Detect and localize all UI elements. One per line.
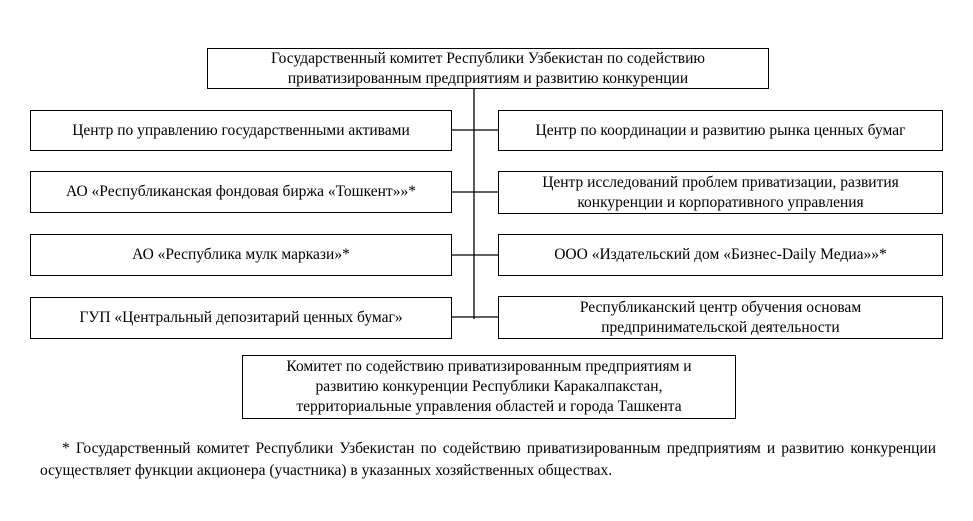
regional-committees-line2: развитию конкуренции Республики Каракалп… [315, 378, 663, 395]
right-box-2-line2: конкуренции и корпоративного управления [577, 193, 864, 211]
right-box-3: ООО «Издательский дом «Бизнес-Daily Меди… [498, 234, 943, 276]
right-box-2: Центр исследований проблем приватизации,… [498, 171, 943, 214]
top-committee-box: Государственный комитет Республики Узбек… [207, 48, 769, 89]
right-box-2-line1: Центр исследований проблем приватизации,… [542, 173, 899, 191]
left-box-4: ГУП «Центральный депозитарий ценных бума… [30, 297, 452, 339]
right-box-3-label: ООО «Издательский дом «Бизнес-Daily Меди… [554, 246, 887, 263]
top-committee-line2: приватизированным предприятиям и развити… [287, 69, 689, 87]
left-box-3-label: АО «Республика мулк маркази»* [132, 246, 350, 263]
regional-committees-line3: территориальные управления областей и го… [296, 398, 682, 415]
regional-committees-box: Комитет по содействию приватизированным … [242, 355, 736, 419]
regional-committees-line1: Комитет по содействию приватизированным … [286, 358, 692, 375]
left-box-2: АО «Республиканская фондовая биржа «Тошк… [30, 171, 452, 213]
right-box-4-line1: Республиканский центр обучения основам [579, 298, 862, 316]
left-box-3: АО «Республика мулк маркази»* [30, 234, 452, 276]
left-box-1: Центр по управлению государственными акт… [30, 110, 452, 151]
left-box-1-label: Центр по управлению государственными акт… [72, 121, 410, 139]
left-box-2-label: АО «Республиканская фондовая биржа «Тошк… [66, 183, 416, 200]
left-box-4-label: ГУП «Центральный депозитарий ценных бума… [79, 309, 403, 326]
right-box-4-line2: предпринимательской деятельности [601, 318, 840, 336]
right-box-1-label: Центр по координации и развитию рынка це… [535, 121, 906, 139]
right-box-4: Республиканский центр обучения основам п… [498, 296, 943, 339]
top-committee-line1: Государственный комитет Республики Узбек… [271, 49, 705, 67]
right-box-1: Центр по координации и развитию рынка це… [498, 110, 943, 151]
footnote: * Государственный комитет Республики Узб… [40, 440, 936, 479]
